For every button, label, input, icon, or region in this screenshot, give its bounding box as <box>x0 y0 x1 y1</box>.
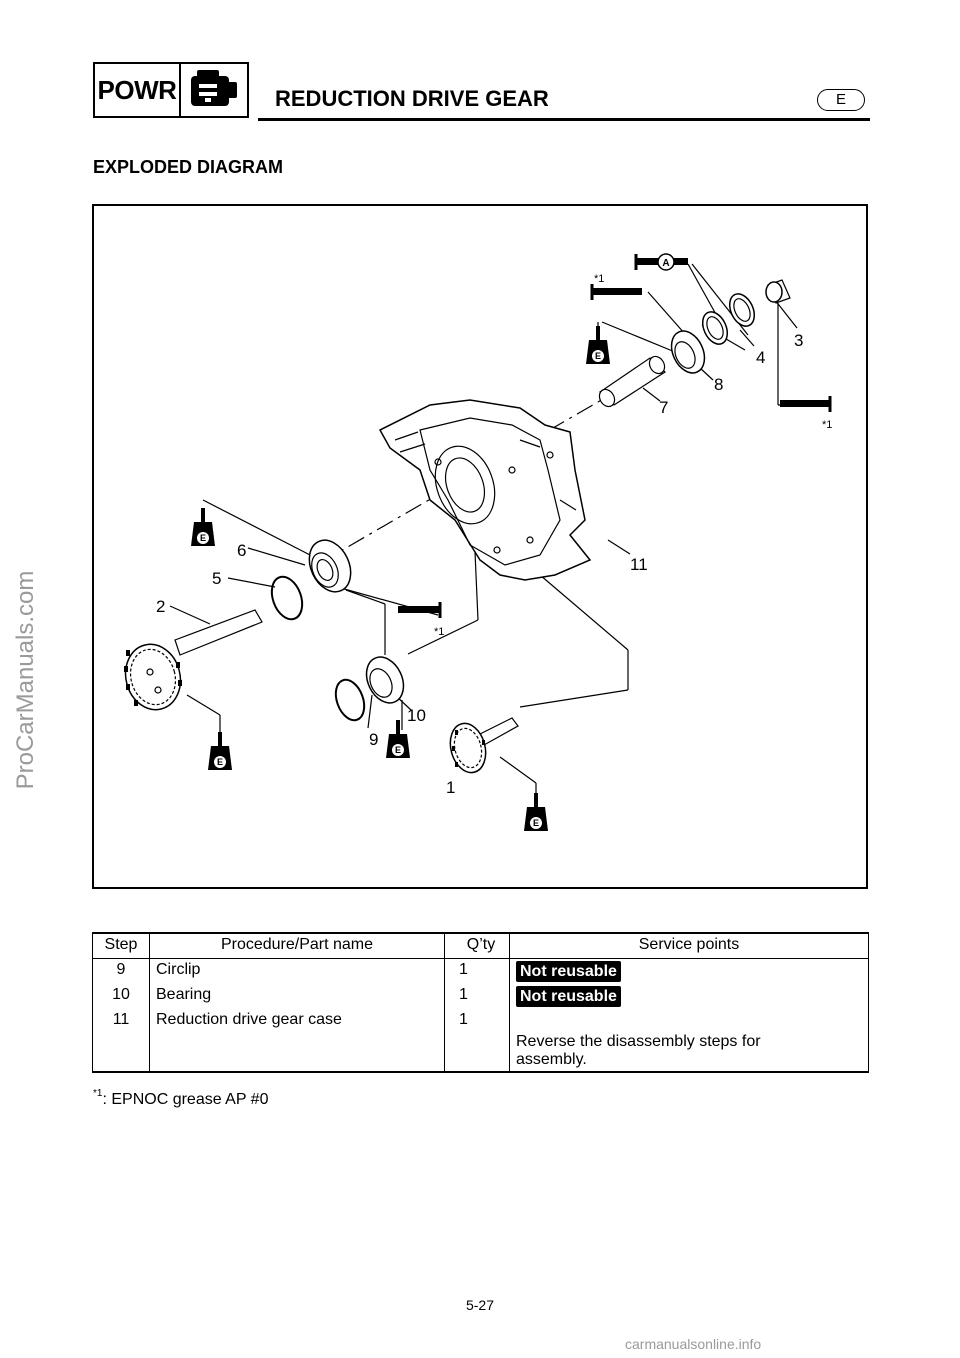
footnote: *1: EPNOC grease AP #0 <box>93 1088 268 1109</box>
qty-cell: 1 <box>444 958 510 984</box>
engine-icon <box>191 70 237 106</box>
header-step: Step <box>92 932 150 959</box>
part-label-6: 6 <box>237 541 246 560</box>
part-name-cell <box>149 1031 445 1073</box>
language-badge: E <box>817 89 865 111</box>
not-reusable-tag: Not reusable <box>516 961 621 982</box>
footnote-text: : EPNOC grease AP #0 <box>102 1091 269 1108</box>
section-badge: POWR <box>93 62 249 118</box>
header-qty: Q’ty <box>444 932 510 959</box>
step-cell: 10 <box>92 984 150 1009</box>
table-row: 9 Circlip 1 Not reusable <box>92 958 869 984</box>
table-row: Reverse the disassembly steps for assemb… <box>92 1031 869 1073</box>
grease-e-label: E <box>533 818 539 828</box>
steps-table: Step Procedure/Part name Q’ty Service po… <box>92 932 869 1073</box>
section-code: POWR <box>95 64 181 116</box>
footnote-marker: *1 <box>434 626 444 638</box>
part-label-4: 4 <box>756 348 765 367</box>
service-cell: Reverse the disassembly steps for assemb… <box>509 1031 869 1073</box>
grease-e-label: E <box>595 351 601 361</box>
oil-e-icon <box>191 326 610 831</box>
exploded-diagram: E E E E E A 1 2 3 4 5 6 7 8 9 10 11 *1 *… <box>124 253 832 831</box>
grease-a-label: A <box>662 258 669 269</box>
part-name-cell: Reduction drive gear case <box>149 1009 445 1031</box>
watermark: ProCarManuals.com <box>12 570 39 790</box>
part-label-10: 10 <box>407 706 426 725</box>
step-cell: 9 <box>92 958 150 984</box>
part-name-cell: Circlip <box>149 958 445 984</box>
grease-e-label: E <box>217 757 223 767</box>
part-label-7: 7 <box>659 398 668 417</box>
qty-cell: 1 <box>444 1009 510 1031</box>
table-header-row: Step Procedure/Part name Q’ty Service po… <box>92 932 869 959</box>
header-service-points: Service points <box>509 932 869 959</box>
not-reusable-tag: Not reusable <box>516 986 621 1007</box>
table-row: 11 Reduction drive gear case 1 <box>92 1009 869 1031</box>
site-footer: carmanualsonline.info <box>625 1336 762 1352</box>
grease-e-label: E <box>200 533 206 543</box>
footnote-marker: *1 <box>93 1088 103 1099</box>
service-cell: Not reusable <box>509 958 869 984</box>
service-cell <box>509 1009 869 1031</box>
part-label-3: 3 <box>794 331 803 350</box>
grease-e-label: E <box>395 745 401 755</box>
part-label-8: 8 <box>714 375 723 394</box>
part-name-cell: Bearing <box>149 984 445 1009</box>
header-part-name: Procedure/Part name <box>149 932 445 959</box>
step-cell <box>92 1031 150 1073</box>
step-cell: 11 <box>92 1009 150 1031</box>
page-title: REDUCTION DRIVE GEAR <box>275 86 549 111</box>
part-label-9: 9 <box>369 730 378 749</box>
part-label-11: 11 <box>630 555 648 574</box>
footnote-marker: *1 <box>594 273 604 285</box>
part-label-1: 1 <box>446 778 455 797</box>
part-label-5: 5 <box>212 569 221 588</box>
qty-cell: 1 <box>444 984 510 1009</box>
title-rule <box>258 118 870 121</box>
service-cell: Not reusable <box>509 984 869 1009</box>
section-heading: EXPLODED DIAGRAM <box>93 157 284 177</box>
footnote-marker: *1 <box>822 419 832 431</box>
diagram-frame <box>92 204 868 889</box>
qty-cell <box>444 1031 510 1073</box>
grease-a-icon: A <box>657 253 675 271</box>
part-label-2: 2 <box>156 597 165 616</box>
table-row: 10 Bearing 1 Not reusable <box>92 984 869 1009</box>
page-number: 5-27 <box>465 1297 495 1313</box>
